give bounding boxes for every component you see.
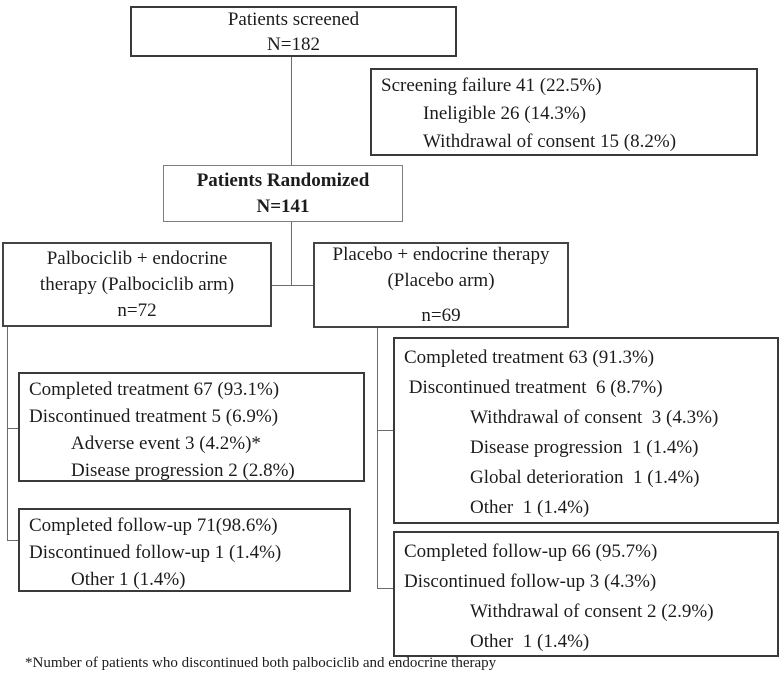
palbociclib-arm-count: n=72	[117, 299, 157, 321]
randomized-title: Patients Randomized	[196, 169, 370, 191]
placebo-arm-line: Placebo + endocrine therapy	[332, 243, 550, 265]
screening-failure-line: Ineligible 26 (14.3%)	[423, 103, 587, 124]
box-palbociclib-treatment: Completed treatment 67 (93.1%) Discontin…	[18, 372, 365, 482]
placebo-arm-count: n=69	[421, 304, 461, 326]
palbociclib-treatment-line: Disease progression 2 (2.8%)	[71, 460, 295, 481]
connector-left-spine	[7, 326, 8, 541]
palbociclib-treatment-line: Completed treatment 67 (93.1%)	[29, 379, 280, 400]
connector-left-treatment-stub	[7, 428, 18, 429]
palbociclib-treatment-line: Adverse event 3 (4.2%)*	[71, 433, 261, 454]
palbociclib-treatment-line: Discontinued treatment 5 (6.9%)	[29, 406, 279, 427]
screened-count: N=182	[267, 33, 320, 55]
box-placebo-treatment: Completed treatment 63 (91.3%) Discontin…	[393, 337, 779, 524]
box-palbociclib-followup: Completed follow-up 71(98.6%) Discontinu…	[18, 508, 351, 592]
connector-screened-to-randomized	[291, 57, 292, 165]
box-palbociclib-arm: Palbociclib + endocrine therapy (Palboci…	[2, 242, 272, 327]
connector-arms-horizontal	[272, 285, 313, 286]
connector-right-followup-stub	[377, 588, 393, 589]
connector-randomized-down	[291, 222, 292, 286]
placebo-arm-line: (Placebo arm)	[387, 269, 495, 291]
placebo-treatment-line: Withdrawal of consent 3 (4.3%)	[470, 407, 719, 428]
palbociclib-followup-line: Other 1 (1.4%)	[71, 569, 186, 590]
screening-failure-line: Screening failure 41 (22.5%)	[381, 75, 602, 96]
screening-failure-line: Withdrawal of consent 15 (8.2%)	[423, 131, 677, 152]
footnote: *Number of patients who discontinued bot…	[25, 655, 497, 671]
box-screening-failure: Screening failure 41 (22.5%) Ineligible …	[370, 68, 758, 156]
palbociclib-arm-line: therapy (Palbociclib arm)	[39, 273, 235, 295]
placebo-followup-line: Completed follow-up 66 (95.7%)	[404, 541, 658, 562]
box-placebo-followup: Completed follow-up 66 (95.7%) Discontin…	[393, 531, 779, 657]
placebo-treatment-line: Discontinued treatment 6 (8.7%)	[404, 377, 663, 398]
placebo-treatment-line: Completed treatment 63 (91.3%)	[404, 347, 655, 368]
palbociclib-arm-line: Palbociclib + endocrine	[46, 247, 228, 269]
placebo-treatment-line: Other 1 (1.4%)	[470, 497, 590, 518]
placebo-followup-line: Discontinued follow-up 3 (4.3%)	[404, 571, 657, 592]
connector-right-treatment-stub	[377, 430, 393, 431]
screened-title: Patients screened	[227, 8, 360, 30]
connector-left-followup-stub	[7, 540, 18, 541]
box-placebo-arm: Placebo + endocrine therapy (Placebo arm…	[313, 242, 569, 328]
connector-right-spine	[377, 326, 378, 589]
box-patients-randomized: Patients Randomized N=141	[163, 165, 403, 222]
randomized-count: N=141	[256, 195, 310, 217]
placebo-treatment-line: Disease progression 1 (1.4%)	[470, 437, 699, 458]
placebo-followup-line: Other 1 (1.4%)	[470, 631, 590, 652]
palbociclib-followup-line: Completed follow-up 71(98.6%)	[29, 515, 278, 536]
palbociclib-followup-line: Discontinued follow-up 1 (1.4%)	[29, 542, 282, 563]
placebo-followup-line: Withdrawal of consent 2 (2.9%)	[470, 601, 714, 622]
placebo-treatment-line: Global deterioration 1 (1.4%)	[470, 467, 700, 488]
box-patients-screened: Patients screened N=182	[130, 6, 457, 57]
